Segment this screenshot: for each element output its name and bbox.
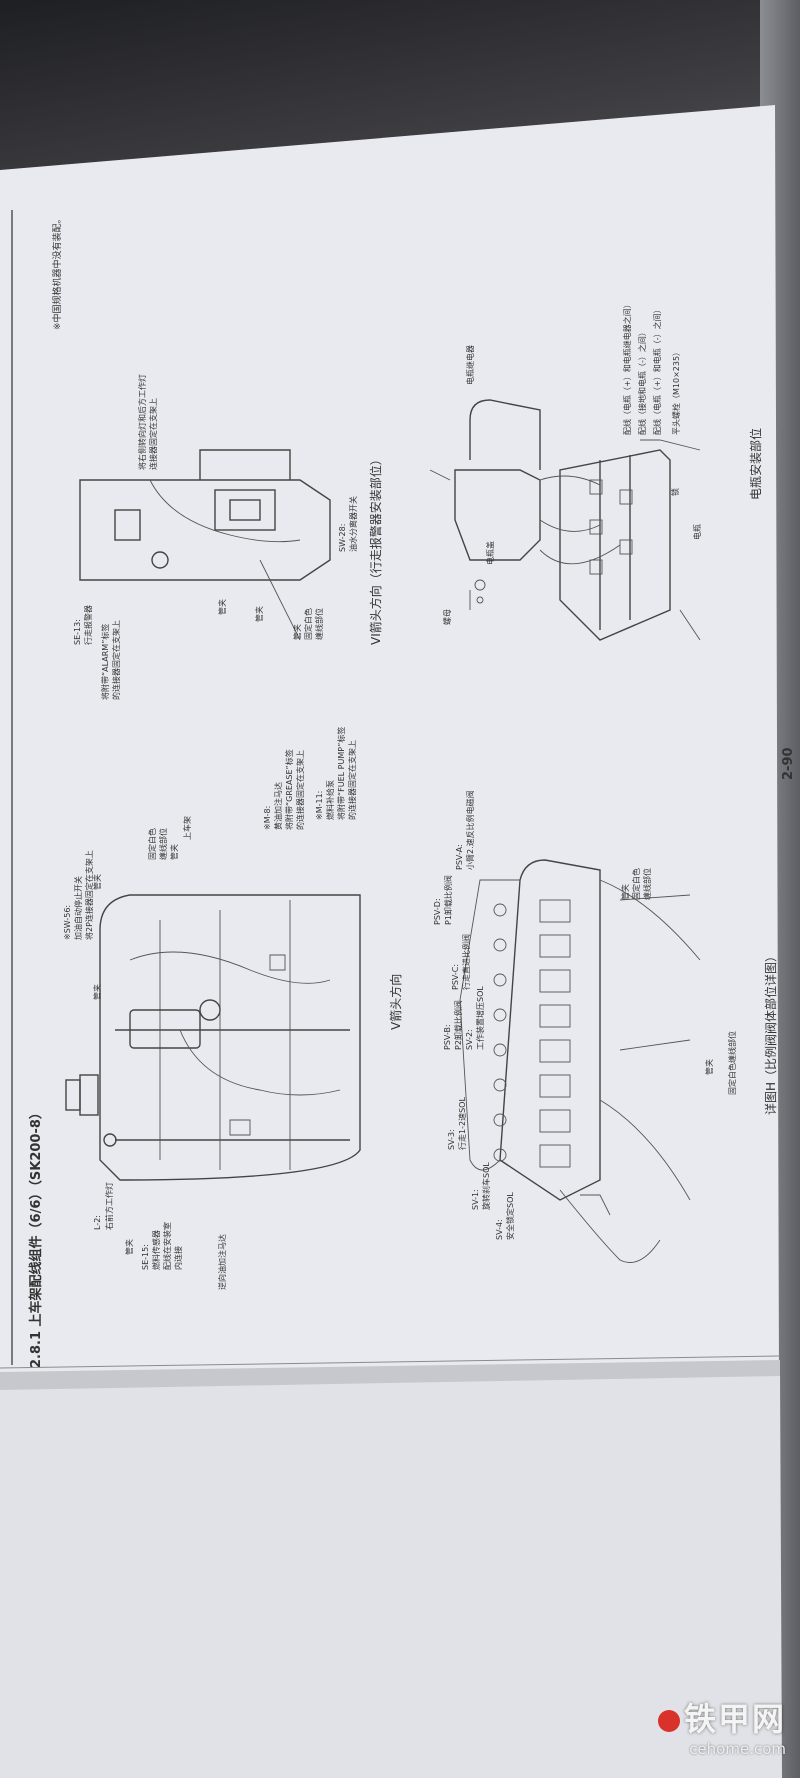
- label-sv4-desc: 安全锁定SOL: [505, 1192, 515, 1240]
- label-sv3: SV-3:: [447, 1129, 456, 1150]
- label-clamp-h-1: 管夹: [704, 1059, 714, 1075]
- label-psvc-desc: 行走直进比例阀: [461, 934, 471, 990]
- label-battery: 电瓶: [692, 524, 702, 540]
- label-white-vi: 固定白色: [303, 608, 313, 640]
- diagram-vi-arrow: [79, 449, 331, 641]
- label-psvd-desc: P1卸载比例阀: [443, 875, 453, 925]
- label-white-h-3: 缠线部位: [642, 868, 652, 900]
- label-m11: ※M-11:: [315, 791, 324, 820]
- watermark-cn: 铁甲网: [683, 1700, 786, 1738]
- label-m8-desc: 黄油加注马达: [273, 782, 283, 830]
- label-lamp-2: 连接器固定在支架上: [148, 398, 158, 470]
- label-m8: ※M-8:: [263, 806, 272, 830]
- label-sw56-desc2: 将2P连接器固定在支架上: [84, 850, 94, 940]
- label-pump-motor: 逆向油加注马达: [217, 1234, 227, 1290]
- label-bolt: 平头螺栓（M10×235）: [671, 348, 681, 435]
- diagram-detail-h: [459, 859, 701, 1263]
- label-relay: 电瓶继电器: [465, 345, 475, 385]
- caption-battery: 电瓶安装部位: [748, 428, 763, 500]
- label-psvb-desc: P2卸载比例阀: [453, 1000, 463, 1050]
- label-psva-desc: 小臂2.速反比例电磁阀: [465, 790, 475, 870]
- label-se15-desc3: 内连接: [173, 1246, 183, 1270]
- label-white-vi-2: 缠线部位: [314, 608, 324, 640]
- label-sw56-desc: 加油自动停止开关: [73, 876, 83, 940]
- label-l2: L-2:: [93, 1215, 102, 1230]
- label-psvd: PSV-D:: [433, 898, 442, 925]
- label-alarm-2: 的连接器固定在支架上: [111, 620, 121, 700]
- label-m11-desc3: 的连接器固定在支架上: [347, 740, 357, 820]
- label-white-tape: 固定白色: [147, 828, 157, 860]
- label-sw56: ※SW-56:: [63, 905, 72, 940]
- label-white-h-2: 固定白色: [631, 868, 641, 900]
- cehome-logo-icon: [657, 1710, 680, 1732]
- label-clamp-vi-1: 管夹: [217, 599, 227, 615]
- label-cover: 电瓶盖: [485, 541, 495, 565]
- label-sv3-desc: 行走1-2速SOL: [457, 1097, 467, 1150]
- label-se15-desc: 燃料传感器: [151, 1230, 161, 1270]
- caption-v-arrow: V箭头方向: [388, 974, 403, 1030]
- label-sv4: SV-4:: [495, 1219, 504, 1240]
- watermark-en: cehome.com: [689, 1740, 786, 1758]
- label-clamp-3: 管夹: [92, 874, 102, 890]
- label-m8-desc2: 将附带“GREASE”标签: [284, 749, 294, 830]
- label-sv2: SV-2:: [465, 1029, 474, 1050]
- label-sv1-desc: 旋转刹车SOL: [481, 1162, 491, 1210]
- label-clamp-4: 管夹: [169, 844, 179, 860]
- label-clamp: 管夹: [124, 1239, 134, 1255]
- label-clamp-2: 管夹: [92, 984, 102, 1000]
- china-spec-note: ※中国规格机器中没有装配。: [51, 214, 63, 330]
- label-lamp: 将右侧转向灯和后方工作灯: [137, 374, 147, 470]
- page-number: 2-90: [781, 747, 796, 780]
- label-sw28-desc: 油水分离器开关: [348, 496, 358, 552]
- label-nut: 螺母: [442, 609, 452, 625]
- label-se13-desc: 行走报警器: [83, 605, 93, 645]
- label-frame: 上车架: [182, 816, 192, 840]
- caption-vi-arrow: VI箭头方向（行走报警器安装部位）: [368, 453, 383, 645]
- label-psvc: PSV-C:: [451, 964, 460, 990]
- label-m11-desc: 燃料补给泵: [325, 780, 335, 820]
- label-m11-desc2: 将附带“FUEL PUMP”标签: [336, 727, 346, 820]
- label-cable-3: 配线（电瓶（+）和电瓶（-）之间）: [652, 305, 662, 435]
- label-clamp-vi-2: 管夹: [254, 606, 264, 622]
- caption-detail-h: 详图H（比例阀阀体部位详图）: [763, 950, 778, 1115]
- watermark: 铁甲网 cehome.com: [657, 1694, 786, 1758]
- label-clamp-vi-3: 管夹: [292, 624, 302, 640]
- label-se13: SE-13:: [73, 619, 82, 645]
- label-white-tape-2: 缠线部位: [158, 828, 168, 860]
- label-m8-desc3: 的连接器固定在支架上: [295, 750, 305, 830]
- label-psvb: PSV-B:: [443, 1024, 452, 1050]
- section-title: 2.8.1 上车架配线组件（6/6）（SK200-8）: [28, 1106, 44, 1368]
- label-se15-desc2: 配线在安装室: [162, 1222, 172, 1270]
- label-sv1: SV-1:: [471, 1189, 480, 1210]
- label-sv2-desc: 工作装置增压SOL: [475, 986, 485, 1050]
- label-l2-desc: 右前方工作灯: [104, 1182, 114, 1230]
- label-cable-2: 配线（接地和电瓶（-）之间）: [637, 328, 647, 435]
- label-lock: 锁: [670, 488, 680, 496]
- label-white-h: 固定白色缠线部位: [727, 1031, 737, 1095]
- diagram-v-arrow: [65, 894, 361, 1181]
- label-clamp-h-2: 管夹: [620, 884, 630, 900]
- label-cable-1: 配线（电瓶（+）和电瓶继电器之间）: [622, 300, 632, 435]
- diagram-battery: [429, 399, 701, 641]
- label-sw28: SW-28:: [338, 524, 347, 552]
- label-psva: PSV-A:: [455, 844, 464, 870]
- label-alarm: 将附带“ALARM”标签: [100, 624, 110, 700]
- label-se15: SE-15:: [141, 1244, 150, 1270]
